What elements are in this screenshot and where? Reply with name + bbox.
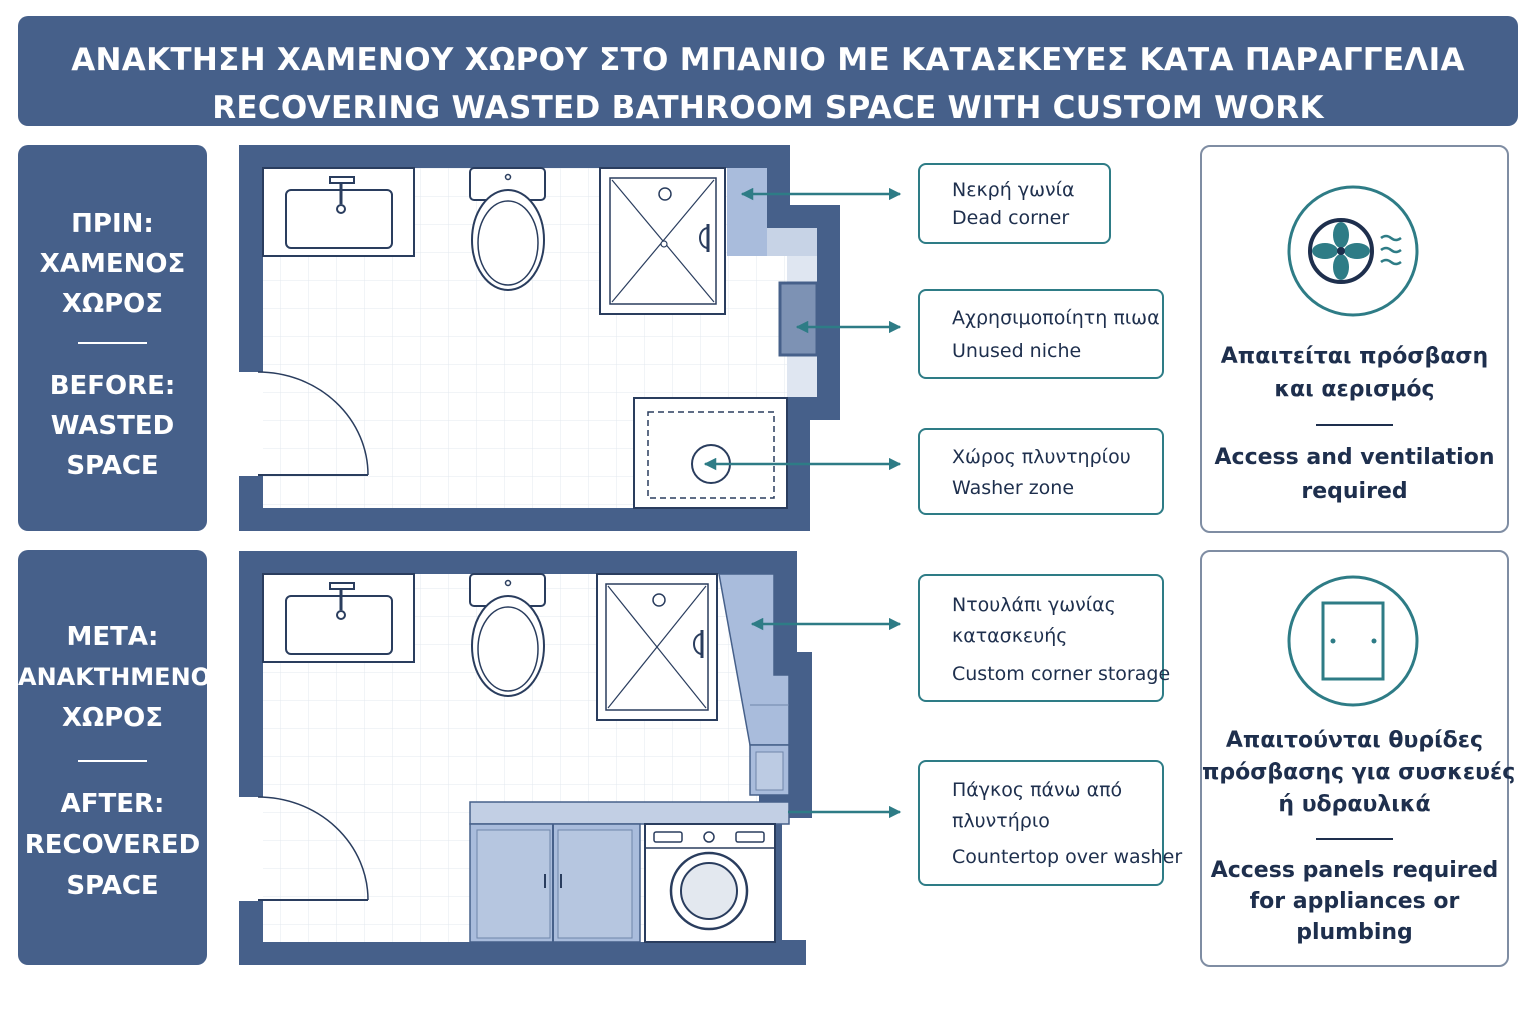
toilet-fixture — [469, 167, 546, 291]
info-ventilation-greek-2: και αερισμός — [1274, 377, 1435, 402]
info-panels-english-2: for appliances or — [1249, 889, 1460, 914]
callout-countertop: Πάγκος πάνω από πλυντήριο Countertop ove… — [918, 760, 1182, 886]
access-panel-icon — [1287, 575, 1419, 707]
before-label-english-1: BEFORE: — [49, 371, 176, 401]
shower-fixture-after — [596, 573, 718, 721]
info-card-ventilation: Απαιτείται πρόσβαση και αερισμός Access … — [1200, 145, 1509, 533]
after-label-english-2: RECOVERED — [24, 830, 201, 860]
shower-fixture — [599, 167, 726, 315]
callout-countertop-english: Countertop over washer — [952, 846, 1183, 868]
callout-dead-corner-english: Dead corner — [952, 207, 1070, 229]
sink-fixture-after — [262, 573, 415, 663]
before-label-card: ΠΡΙΝ: ΧΑΜΕΝΟΣ ΧΩΡΟΣ BEFORE: WASTED SPACE — [18, 145, 207, 531]
callout-unused-niche: Αχρησιμοποίητη πιωα Unused niche — [918, 289, 1164, 379]
info-ventilation-english-1: Access and ventilation — [1214, 445, 1495, 470]
after-door — [239, 793, 369, 905]
callout-corner-storage-greek-2: κατασκευής — [952, 625, 1068, 647]
info-ventilation-greek-1: Απαιτείται πρόσβαση — [1220, 344, 1489, 369]
title-english: RECOVERING WASTED BATHROOM SPACE WITH CU… — [212, 90, 1324, 126]
info-panels-english-1: Access panels required — [1210, 858, 1499, 883]
countertop-over-washer — [469, 801, 790, 943]
before-floor-plan — [239, 145, 840, 531]
callout-unused-niche-english: Unused niche — [952, 340, 1082, 362]
info-panels-greek-2: πρόσβασης για συσκευές — [1202, 760, 1516, 785]
after-label-english-3: SPACE — [66, 871, 159, 901]
callout-corner-storage-english: Custom corner storage — [952, 663, 1171, 685]
callout-washer-zone-english: Washer zone — [952, 477, 1075, 499]
before-label-greek-2: ΧΑΜΕΝΟΣ — [39, 249, 186, 279]
before-label-english-3: SPACE — [66, 451, 159, 481]
callout-dead-corner-greek: Νεκρή γωνία — [952, 179, 1075, 201]
info-panels-greek-3: ή υδραυλικά — [1278, 792, 1431, 817]
after-label-divider — [78, 760, 147, 762]
washing-machine — [644, 823, 776, 943]
info-ventilation-divider — [1316, 424, 1393, 426]
info-panels-english-3: plumbing — [1296, 920, 1413, 945]
callout-corner-storage-greek-1: Ντουλάπι γωνίας — [952, 594, 1116, 616]
before-door — [239, 368, 369, 480]
unused-niche — [778, 281, 819, 357]
info-ventilation-english-2: required — [1301, 479, 1408, 504]
callout-washer-zone: Χώρος πλυντηρίου Washer zone — [918, 428, 1164, 515]
toilet-fixture-after — [469, 573, 546, 697]
info-panels-divider — [1316, 838, 1393, 840]
washer-zone-area — [633, 397, 788, 509]
before-label-english-2: WASTED — [50, 411, 175, 441]
callout-corner-storage: Ντουλάπι γωνίας κατασκευής Custom corner… — [918, 574, 1170, 702]
after-label-greek-1: ΜΕΤΑ: — [66, 622, 159, 652]
info-panels-greek-1: Απαιτούνται θυρίδες — [1225, 728, 1484, 753]
callout-countertop-greek-1: Πάγκος πάνω από — [952, 779, 1123, 801]
callout-arrows — [703, 187, 902, 819]
title-greek: ΑΝΑΚΤΗΣΗ ΧΑΜΕΝΟΥ ΧΩΡΟΥ ΣΤΟ ΜΠΑΝΙΟ ΜΕ ΚΑΤ… — [71, 42, 1465, 78]
info-card-access-panels: Απαιτούνται θυρίδες πρόσβασης για συσκευ… — [1200, 550, 1516, 967]
callout-washer-zone-greek: Χώρος πλυντηρίου — [952, 446, 1131, 468]
before-label-greek-1: ΠΡΙΝ: — [71, 209, 154, 239]
before-label-greek-3: ΧΩΡΟΣ — [61, 289, 164, 319]
before-label-divider — [78, 342, 147, 344]
callout-dead-corner: Νεκρή γωνία Dead corner — [918, 163, 1111, 244]
after-floor-plan — [239, 551, 812, 965]
dead-corner-area — [727, 168, 767, 256]
fan-icon — [1287, 185, 1419, 317]
after-label-greek-3: ΧΩΡΟΣ — [61, 703, 164, 733]
after-label-card: ΜΕΤΑ: ΑΝΑΚΤΗΜΕΝΟΣ ΧΩΡΟΣ AFTER: RECOVERED… — [18, 550, 228, 965]
after-label-greek-2: ΑΝΑΚΤΗΜΕΝΟΣ — [18, 663, 228, 691]
header-banner: ΑΝΑΚΤΗΣΗ ΧΑΜΕΝΟΥ ΧΩΡΟΥ ΣΤΟ ΜΠΑΝΙΟ ΜΕ ΚΑΤ… — [18, 16, 1518, 126]
after-label-english-1: AFTER: — [60, 789, 165, 819]
custom-corner-storage — [718, 573, 790, 796]
callout-countertop-greek-2: πλυντήριο — [952, 810, 1050, 832]
sink-fixture — [262, 167, 415, 257]
callout-unused-niche-greek: Αχρησιμοποίητη πιωα — [952, 307, 1160, 329]
